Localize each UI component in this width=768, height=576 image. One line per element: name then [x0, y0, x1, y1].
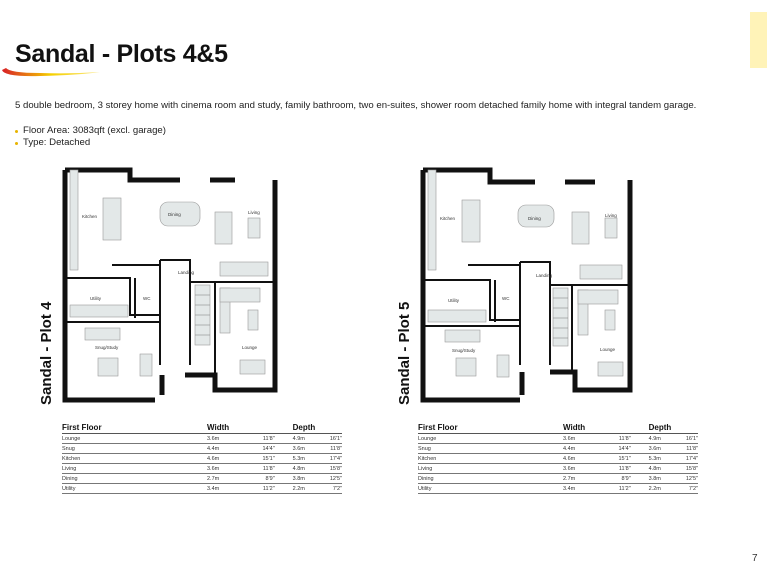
- spec-list: Floor Area: 3083qft (excl. garage) Type:…: [15, 125, 166, 149]
- column-header-width: Width: [563, 423, 649, 434]
- plan-label: Sandal - Plot 5: [396, 301, 413, 405]
- column-header-depth: Depth: [292, 423, 342, 434]
- description: 5 double bedroom, 3 storey home with cin…: [15, 100, 697, 111]
- page-number: 7: [752, 553, 758, 564]
- room-label-kitchen: Kitchen: [82, 214, 98, 219]
- room-label-living: Living: [605, 213, 617, 218]
- plan-label: Sandal - Plot 4: [38, 301, 55, 405]
- floor-plan-plot-4: Kitchen Dining Living Landing Utility WC…: [30, 150, 300, 410]
- room-label-wc: WC: [143, 296, 151, 301]
- room-label-snug-study: Snug/Study: [95, 345, 119, 350]
- floor-plan-drawing: [420, 167, 633, 403]
- bullet-icon: [15, 129, 18, 133]
- room-label-landing: Landing: [536, 273, 553, 278]
- floor-plan-plot-5: Kitchen Dining Living Landing Utility WC…: [390, 150, 660, 410]
- room-label-kitchen: Kitchen: [440, 216, 456, 221]
- column-header-width: Width: [207, 423, 293, 434]
- column-header-room: First Floor: [418, 423, 563, 434]
- room-label-wc: WC: [502, 296, 510, 301]
- bullet-icon: [15, 141, 18, 145]
- spec-floor-area: Floor Area: 3083qft (excl. garage): [15, 125, 166, 137]
- room-label-dining: Dining: [168, 212, 181, 217]
- room-label-snug-study: Snug/Study: [452, 348, 476, 353]
- spec-type: Type: Detached: [15, 137, 166, 149]
- room-label-lounge: Lounge: [600, 347, 616, 352]
- floor-plan-drawing: [62, 167, 278, 403]
- room-label-lounge: Lounge: [242, 345, 258, 350]
- room-label-utility: Utility: [90, 296, 101, 301]
- column-header-room: First Floor: [62, 423, 207, 434]
- room-label-landing: Landing: [178, 270, 195, 275]
- page-title: Sandal - Plots 4&5: [15, 40, 228, 68]
- room-label-dining: Dining: [528, 216, 541, 221]
- room-label-utility: Utility: [448, 298, 459, 303]
- accent-bar: [750, 12, 767, 68]
- column-header-depth: Depth: [648, 423, 698, 434]
- logo-swoosh-icon: [2, 68, 100, 77]
- room-label-living: Living: [248, 210, 260, 215]
